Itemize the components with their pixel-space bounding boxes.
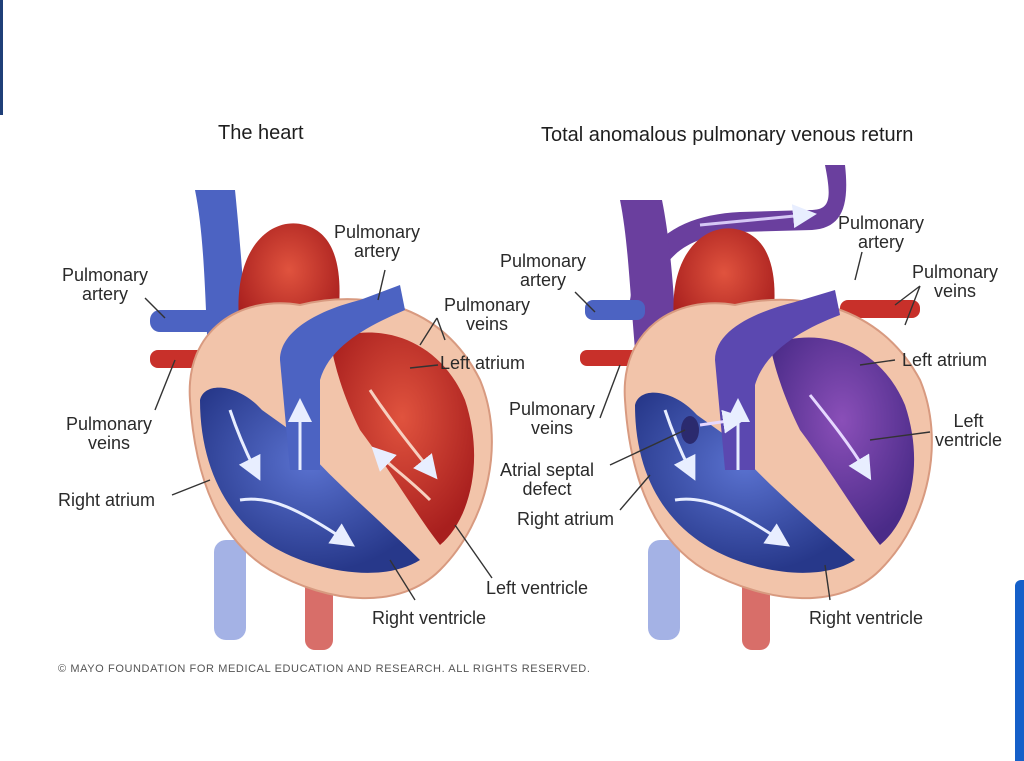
left-edge-bar <box>0 0 3 115</box>
right-ventricle <box>200 387 420 573</box>
label-left-atrium: Left atrium <box>440 353 526 373</box>
tapvr-pulmonary-artery-branch-left <box>585 300 645 320</box>
label-right-ventricle: Right ventricle <box>372 608 487 628</box>
copyright-notice: © MAYO FOUNDATION FOR MEDICAL EDUCATION … <box>58 663 591 675</box>
tapvr-pulmonary-vein-branch-left <box>580 350 640 366</box>
label-tapvr-right-atrium: Right atrium <box>517 509 615 529</box>
panel-title-normal: The heart <box>218 122 304 144</box>
tapvr-pulmonary-vein-branch-right <box>840 300 920 318</box>
tapvr-heart-figure <box>580 165 933 650</box>
label-tapvr-right-ventricle: Right ventricle <box>809 608 924 628</box>
label-tapvr-left-atrium: Left atrium <box>902 350 988 370</box>
leader-lines-normal <box>144 269 493 601</box>
right-edge-scroll-tab[interactable] <box>1015 580 1024 761</box>
left-ventricle <box>330 332 475 545</box>
tapvr-inferior-vena-cava <box>648 540 680 640</box>
label-left-ventricle: Left ventricle <box>486 578 589 598</box>
inferior-vena-cava <box>214 540 246 640</box>
label-right-atrium: Right atrium <box>58 490 156 510</box>
pulmonary-trunk <box>280 285 405 470</box>
tapvr-left-ventricle <box>770 337 915 545</box>
leader-lines-tapvr <box>574 251 931 601</box>
normal-heart-figure <box>150 190 493 650</box>
panel-title-tapvr: Total anomalous pulmonary venous return <box>541 124 914 146</box>
pulmonary-artery-branch-left <box>150 310 220 332</box>
atrial-septal-defect-hole <box>681 416 699 444</box>
